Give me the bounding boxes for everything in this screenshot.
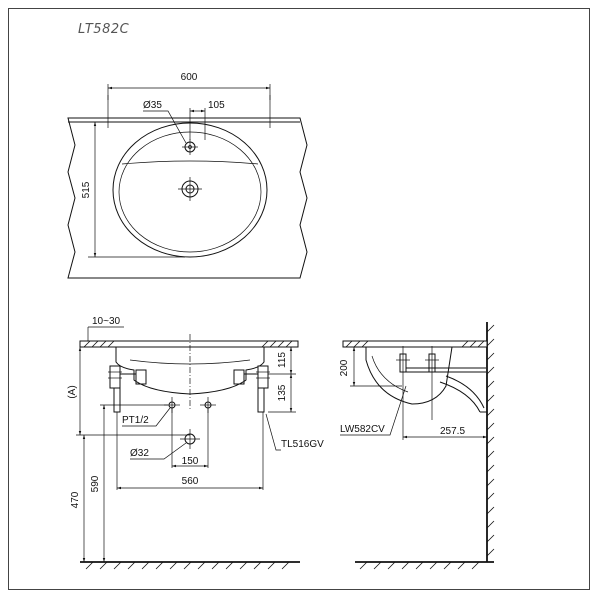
counter-slab — [79, 340, 299, 348]
top-view: 600 Ø35 105 515 — [67, 72, 308, 279]
dim-515-label: 515 — [81, 181, 92, 198]
dim-105-label: 105 — [208, 100, 225, 111]
dim-counter-label: 10~30 — [92, 316, 121, 327]
left-angle-valve — [108, 365, 136, 413]
side-waste-trap — [445, 375, 485, 409]
side-floor-hatch — [359, 561, 480, 570]
dim-135-label: 135 — [277, 384, 288, 401]
basin-side-inner — [371, 355, 409, 393]
model-code: LT582C — [78, 22, 130, 37]
counter-hatch — [83, 340, 293, 348]
side-counter-slab — [342, 340, 488, 348]
front-view: 10~30 — [67, 316, 324, 570]
valve-code-leader — [265, 413, 281, 451]
bowl-shelf-line — [121, 160, 259, 165]
dim-drain-label: Ø32 — [130, 448, 149, 459]
dim-257-label: 257.5 — [440, 426, 465, 437]
dim-150-label: 150 — [182, 456, 199, 467]
dim-200-label: 200 — [339, 359, 350, 376]
waste-code-label: LW582CV — [340, 424, 385, 435]
drain-outlet-marker — [180, 429, 200, 449]
basin-foot-right — [233, 369, 245, 385]
dim-tap-hole-leader — [143, 110, 187, 144]
dim-a-label: (A) — [67, 385, 78, 398]
dim-560-label: 560 — [182, 476, 199, 487]
waste-code-leader — [340, 385, 407, 436]
basin-foot-left — [135, 369, 147, 385]
dim-supply-leader — [122, 407, 171, 427]
dim-tap-hole-label: Ø35 — [143, 100, 162, 111]
valve-code-label: TL516GV — [281, 439, 324, 450]
side-view: 200 LW582CV 257.5 — [339, 322, 495, 570]
side-waste-trap-inner — [439, 381, 481, 413]
dim-drain-leader — [130, 442, 187, 460]
frame-border — [8, 8, 590, 590]
counter-top-outline — [67, 117, 308, 279]
front-floor-hatch — [85, 561, 290, 570]
dim-590-label: 590 — [90, 475, 101, 492]
dim-470-label: 470 — [70, 491, 81, 508]
side-wall-hatch — [486, 324, 495, 557]
dim-supply-label: PT1/2 — [122, 415, 149, 426]
basin-side-profile — [365, 346, 453, 405]
right-angle-valve — [244, 365, 270, 413]
basin-front-inner — [129, 359, 251, 365]
dim-115-label: 115 — [277, 352, 288, 368]
side-counter-hatch — [345, 340, 485, 348]
dim-600-label: 600 — [181, 72, 198, 83]
